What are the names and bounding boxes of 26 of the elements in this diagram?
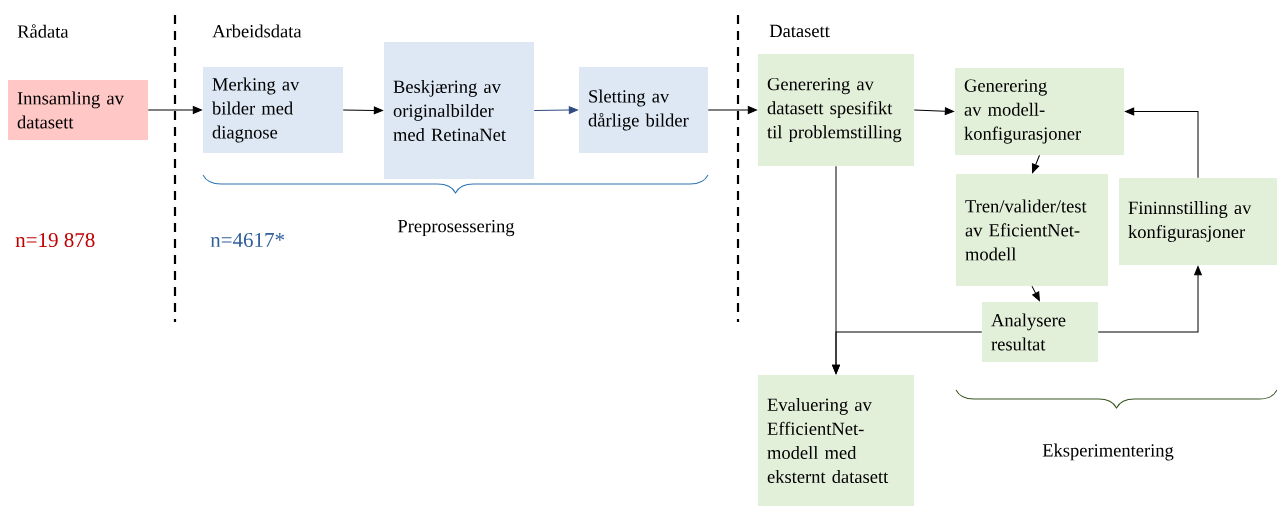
arrow	[1031, 154, 1040, 174]
stage-heading: Rådata	[17, 24, 69, 38]
arrow	[147, 106, 202, 114]
arrow	[1125, 107, 1199, 179]
process-box: Generering av modell-konfigurasjoner	[955, 68, 1124, 155]
process-box: Merking av bilder med diagnose	[203, 67, 343, 153]
stage-heading: Arbeidsdata	[212, 24, 302, 38]
process-box: Evaluering av EfficientNet-modell med eksternt datasett	[758, 375, 914, 506]
arrow	[533, 106, 578, 114]
sample-count: n=19 878	[15, 232, 95, 248]
process-box: Analysere resultat	[982, 302, 1098, 362]
arrow	[1097, 266, 1202, 333]
arrow	[342, 106, 383, 115]
process-box: Tren/valider/test av EficientNet-modell	[956, 174, 1108, 286]
process-box: Beskjæring av originalbilder med RetinaNet	[384, 42, 534, 179]
process-box: Sletting av dårlige bilder	[579, 67, 708, 153]
process-box: Generering av datasett spesifikt til problemstilling	[758, 54, 914, 166]
arrow	[832, 331, 983, 374]
arrow	[913, 107, 954, 116]
group-label: Eksperimentering	[1042, 443, 1174, 461]
arrow	[1031, 285, 1040, 302]
sample-count: n=4617*	[210, 232, 285, 248]
arrow	[707, 106, 757, 114]
group-label: Preprosessering	[397, 219, 515, 237]
start-box: Innsamling av datasett	[8, 80, 148, 140]
process-box: Fininnstilling av konfigurasjoner	[1119, 178, 1277, 265]
